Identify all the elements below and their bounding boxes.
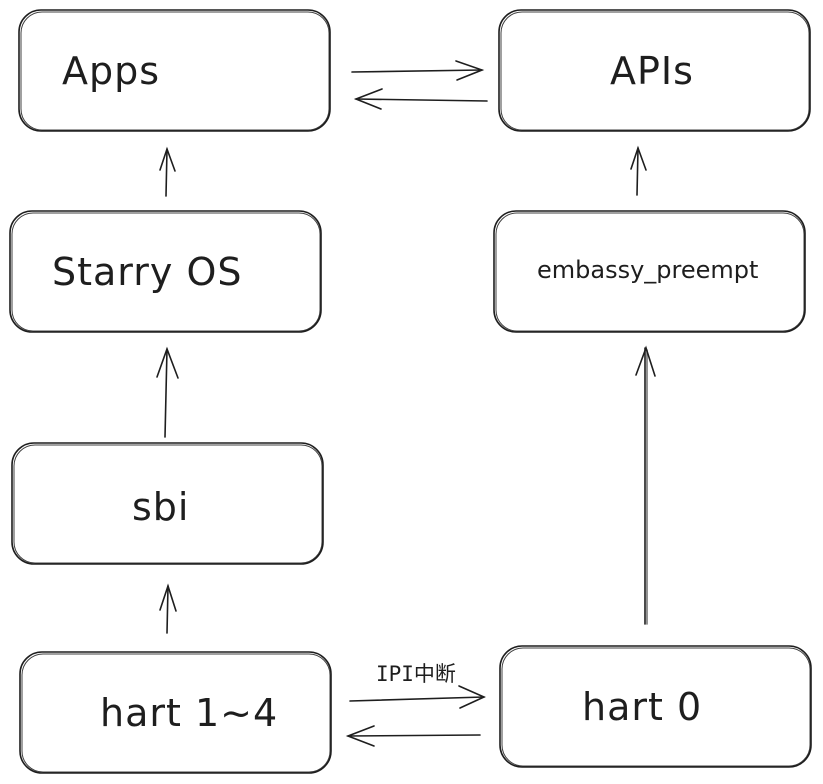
node-apps[interactable]: Apps <box>18 9 331 132</box>
node-sbi-label: sbi <box>132 485 189 529</box>
arrow-starry-to-apps <box>159 146 176 197</box>
node-hart-1-4[interactable]: hart 1~4 <box>19 651 332 774</box>
arrow-hart14-to-hart0 <box>349 685 486 709</box>
node-starry-os-label: Starry OS <box>52 250 242 294</box>
arrow-apps-to-apis <box>351 60 485 81</box>
edge-label-ipi: IPI中断 <box>376 662 456 686</box>
arrow-apis-to-apps <box>353 88 488 110</box>
node-apis[interactable]: APIs <box>498 9 811 132</box>
arrow-hart0-to-embassy <box>635 345 656 625</box>
arrow-embassy-to-apis <box>630 145 647 196</box>
node-embassy-preempt[interactable]: embassy_preempt <box>493 210 806 333</box>
node-starry-os[interactable]: Starry OS <box>9 210 322 333</box>
arrow-hart14-to-sbi <box>159 583 177 634</box>
node-hart-1-4-label: hart 1~4 <box>100 691 278 735</box>
arrow-hart0-to-hart14 <box>345 725 481 747</box>
arrow-sbi-to-starry <box>156 346 179 438</box>
node-apps-label: Apps <box>62 49 160 93</box>
node-embassy-preempt-label: embassy_preempt <box>537 256 758 284</box>
node-hart-0-label: hart 0 <box>582 685 702 729</box>
node-apis-label: APIs <box>610 49 694 93</box>
node-hart-0[interactable]: hart 0 <box>499 645 812 768</box>
node-sbi[interactable]: sbi <box>11 442 324 565</box>
